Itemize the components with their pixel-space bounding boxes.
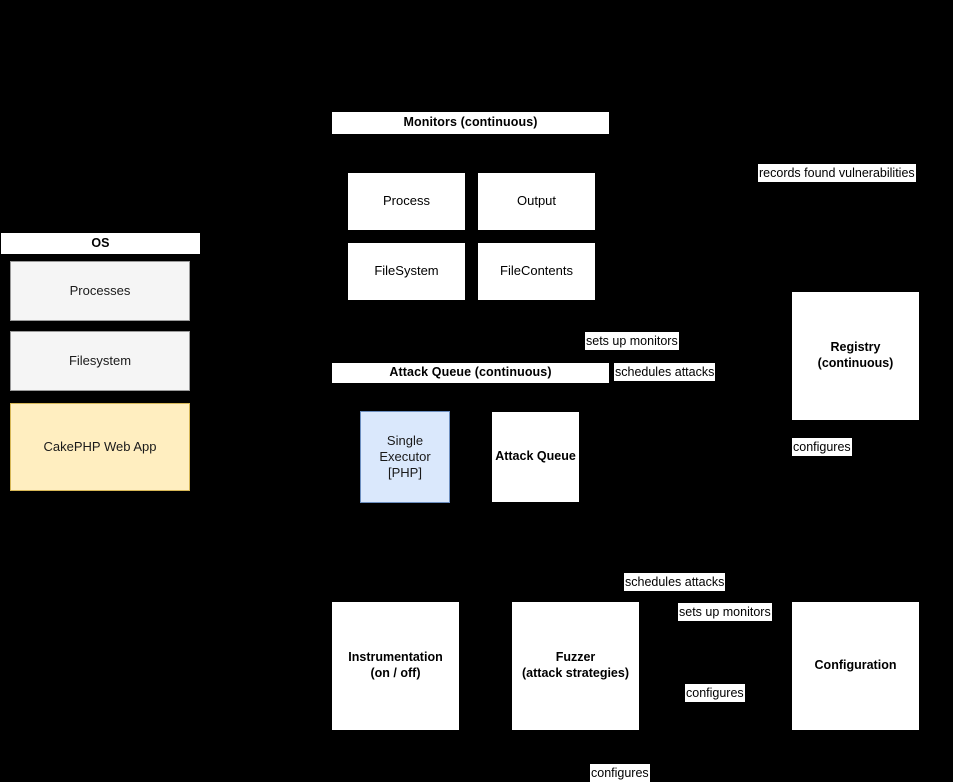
edge-label-sets-up-monitors-bottom: sets up monitors [678,603,772,621]
edge-label-configures-bottom: configures [590,764,650,782]
node-fuzzer[interactable]: Fuzzer (attack strategies) [511,601,640,731]
node-configuration[interactable]: Configuration [791,601,920,731]
edge-label-schedules-attacks-bottom: schedules attacks [624,573,726,591]
edge-label-configures-registry: configures [792,438,852,456]
container-header-os[interactable]: OS [0,232,201,255]
node-filesystem-monitor[interactable]: FileSystem [347,242,466,301]
edge-label-sets-up-monitors-top: sets up monitors [585,332,679,350]
container-header-monitors[interactable]: Monitors (continuous) [331,111,610,135]
node-instrumentation[interactable]: Instrumentation (on / off) [331,601,460,731]
edge-label-schedules-attacks-top: schedules attacks [614,363,716,381]
node-process-monitor[interactable]: Process [347,172,466,231]
container-header-attack-queue[interactable]: Attack Queue (continuous) [331,362,610,384]
node-filecontents-monitor[interactable]: FileContents [477,242,596,301]
node-registry[interactable]: Registry (continuous) [791,291,920,421]
node-cakephp-web-app[interactable]: CakePHP Web App [10,403,190,491]
node-attack-queue[interactable]: Attack Queue [491,411,580,503]
node-output-monitor[interactable]: Output [477,172,596,231]
node-processes[interactable]: Processes [10,261,190,321]
node-single-executor[interactable]: Single Executor [PHP] [360,411,450,503]
edge-label-configures-middle: configures [685,684,745,702]
node-filesystem[interactable]: Filesystem [10,331,190,391]
edge-label-records-found-vulnerabilities: records found vulnerabilities [758,164,916,182]
